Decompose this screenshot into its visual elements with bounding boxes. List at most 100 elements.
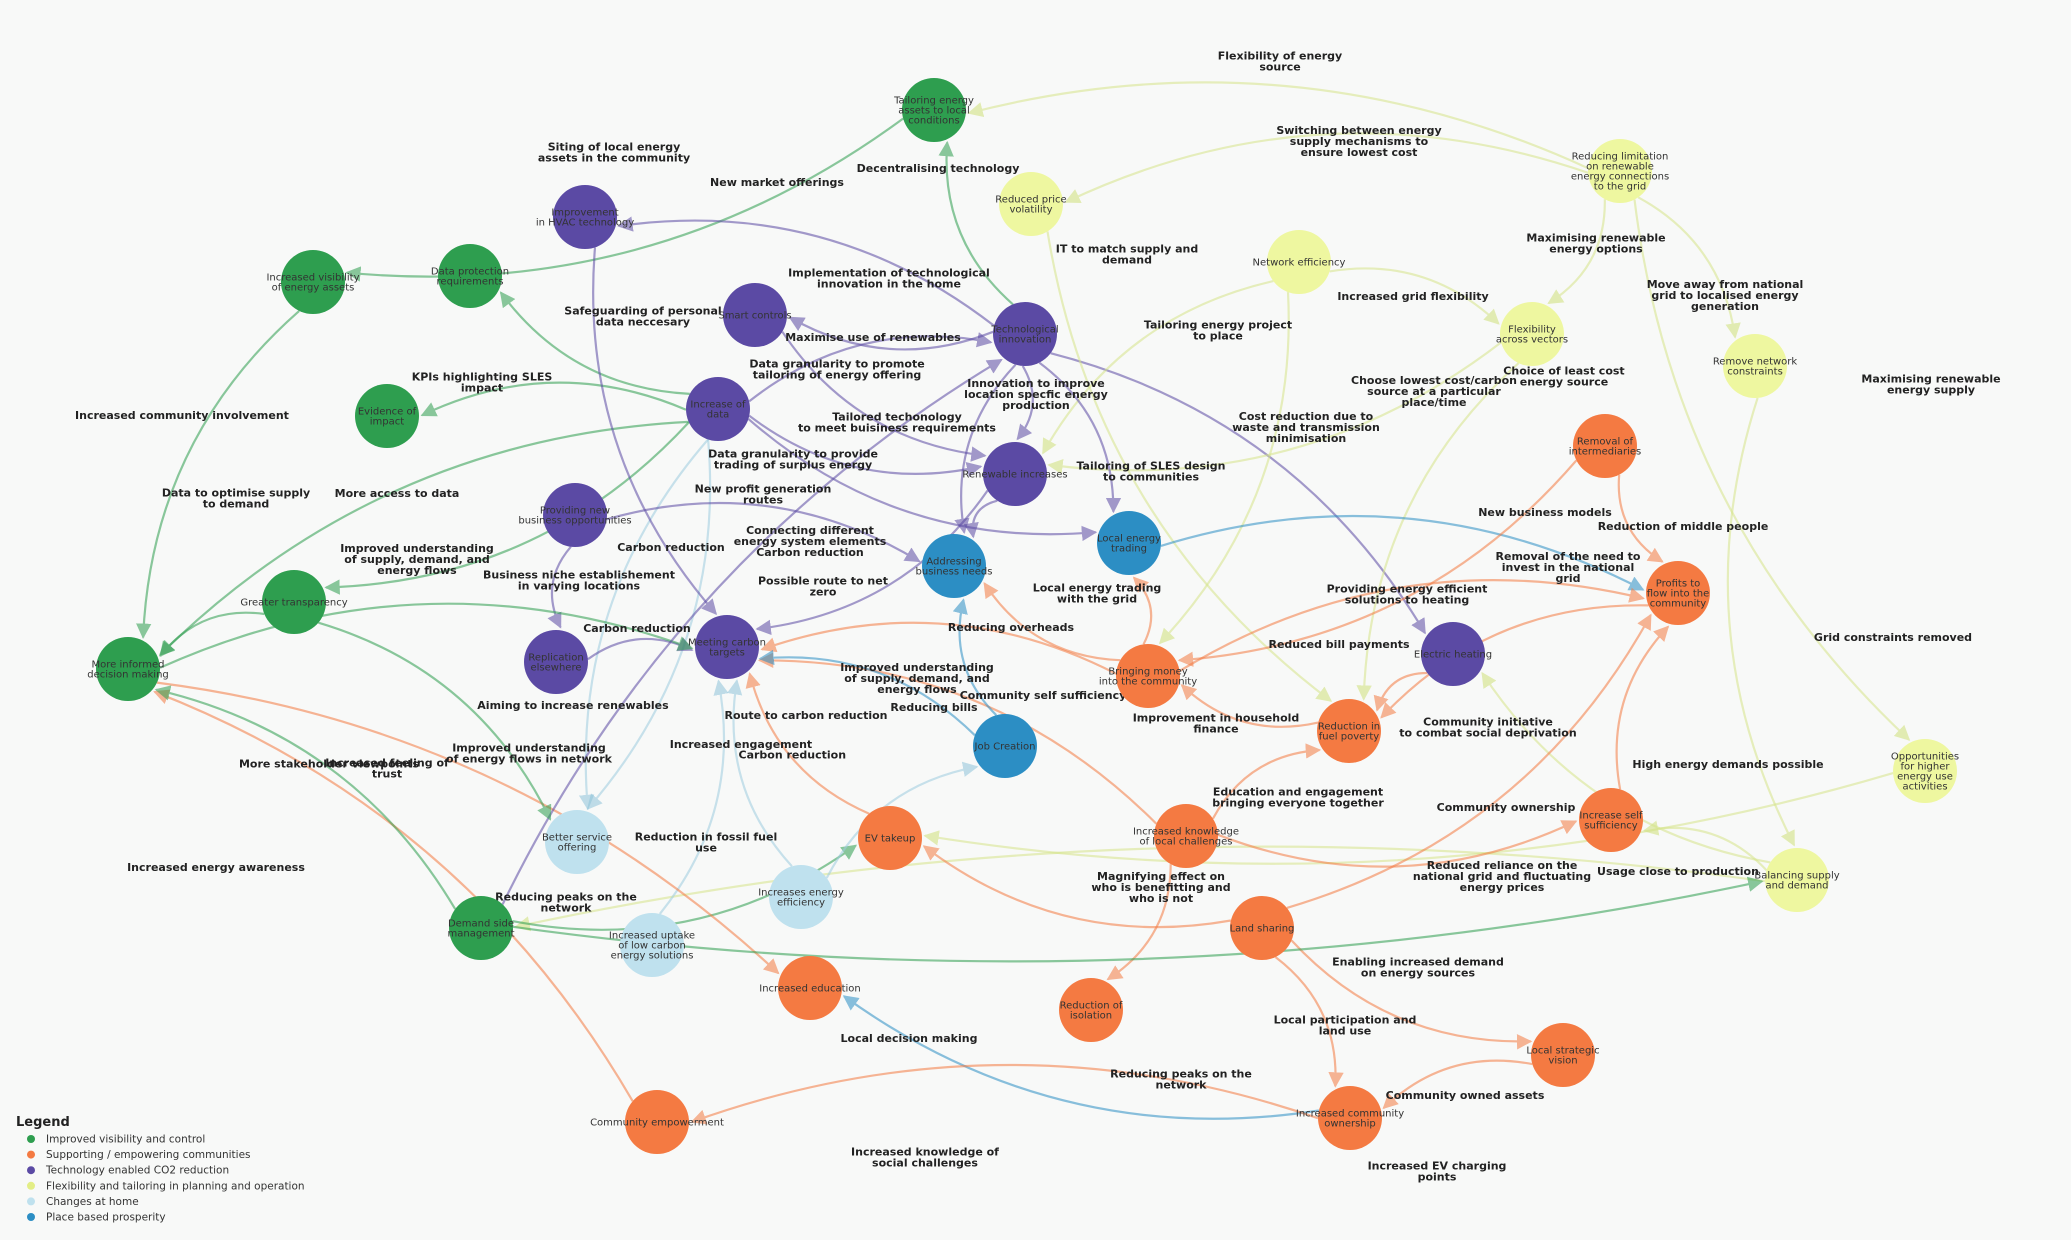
edge-reducing_limit-to-reduced_price [1064,132,1589,204]
edge-self_suff-to-profits [1615,625,1670,790]
node-circle [438,244,502,308]
edge-label: Carbon reduction [617,541,725,554]
node-circle [1267,230,1331,294]
edge-informed-to-education [156,681,780,975]
node-circle [1317,699,1381,763]
edge-data_inc-to-transparency [324,421,690,595]
node-circle [625,1090,689,1154]
node-circle [1230,896,1294,960]
edge-job_creation-to-carbon_targets [758,649,976,737]
edge-label: Increased engagement [670,738,812,751]
edge-balancing-to-self_suff [1642,820,1768,871]
legend-swatch [27,1150,35,1159]
edge-reducing_limit-to-opportunities [1633,199,1911,741]
node-circle [922,534,986,598]
edge-fuel_poverty-to-bringing_money [1180,684,1319,728]
edge-tech_innov-to-smart [788,316,994,351]
edge-removal_inter-to-profits [1617,474,1664,563]
edge-profits-to-fuel_poverty [1380,604,1649,719]
edge-land_sharing-to-ev_takeup [922,845,1232,929]
node-circle [1116,644,1180,708]
node-label: Greater transparency [240,598,347,609]
edge-transparency-to-informed [159,611,265,658]
edge-reducing_limit-to-remove_network [1637,196,1741,339]
edge-label: Increased community involvement [75,409,289,422]
node-circle [1646,561,1710,625]
node-label: Network efficiency [1253,258,1346,269]
edge-label: Reduction of middle people [1598,520,1769,533]
edge-job_creation-to-addressing [952,598,998,716]
node-label: Renewable increases [962,470,1067,481]
edge-new_opps-to-addressing [606,501,921,563]
node-circle [1588,139,1652,203]
edge-renewable-to-addressing [963,499,998,539]
legend-item: Improved visibility and control [27,1134,205,1146]
edge-data_inc-to-evidence [420,381,687,417]
node-renewable: Renewable increases [962,442,1068,506]
edge-vis_assets-to-informed [136,310,300,639]
legend-items: Improved visibility and controlSupportin… [27,1134,305,1224]
legend-label: Improved visibility and control [46,1134,205,1146]
edge-label: Grid constraints removed [1814,631,1972,644]
edge-community_own-to-education [842,995,1320,1120]
edge-data_inc-to-informed [158,420,689,656]
edge-label: Usage close to production [1597,865,1759,878]
edge-label: Reducing overheads [948,621,1075,634]
edge-data_inc-to-local_trading [747,418,1098,542]
edge-label: Decentralising technology [857,162,1020,175]
node-circle [723,283,787,347]
edge-label: New market offerings [710,176,844,189]
edge-label: Reduced bill payments [1268,638,1409,651]
edge-label: Route to carbon reduction [724,709,887,722]
edge-label: Community ownership [1437,801,1576,814]
edge-tech_innov-to-tailoring_assets [938,140,1014,306]
node-circle [96,637,160,701]
node-electric-heat: Electric heating [1414,622,1492,686]
legend-item: Place based prosperity [27,1212,166,1224]
edge-ev_takeup-to-carbon_targets [745,672,870,815]
node-circle [449,896,513,960]
node-circle [543,483,607,547]
edge-balancing-to-demand_side [514,845,1766,932]
edge-network_eff-to-flex_vectors [1329,267,1500,325]
node-label: Smart controls [718,311,791,322]
